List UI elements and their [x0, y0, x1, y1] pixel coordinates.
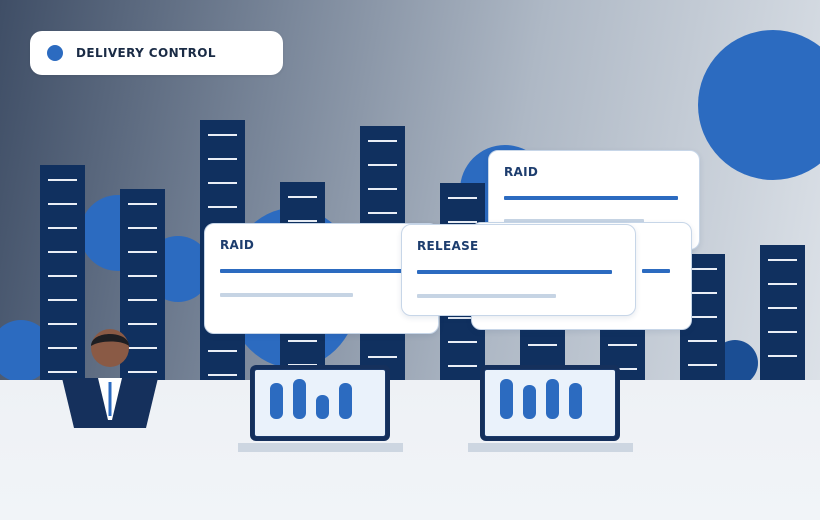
server-tower-slot [48, 227, 77, 229]
laptop-right-bar-4 [569, 383, 582, 419]
server-tower-slot [368, 164, 397, 166]
server-tower-slot [48, 275, 77, 277]
background-circle-top-right [698, 30, 820, 180]
badge-label: DELIVERY CONTROL [76, 46, 216, 60]
server-tower-slot [208, 206, 237, 208]
server-tower [40, 165, 85, 380]
server-tower-slot [448, 221, 477, 223]
server-tower-slot [128, 227, 157, 229]
laptop-right-bar-1 [500, 379, 513, 419]
server-tower-slot [688, 316, 717, 318]
server-tower-slot [208, 350, 237, 352]
release-card-title: RELEASE [417, 239, 479, 253]
server-tower-slot [48, 299, 77, 301]
laptop-left-bar-2 [293, 379, 306, 419]
server-tower-slot [688, 340, 717, 342]
status-dot-icon [47, 45, 63, 61]
server-tower-slot [208, 158, 237, 160]
server-tower-slot [768, 331, 797, 333]
card-shadow-bar [642, 269, 670, 273]
raid-card-back-title: RAID [504, 165, 539, 179]
laptop-left-base [238, 443, 403, 452]
server-tower-slot [128, 275, 157, 277]
server-tower-slot [48, 371, 77, 373]
server-tower-slot [288, 364, 317, 366]
server-tower-slot [48, 347, 77, 349]
server-tower-slot [688, 292, 717, 294]
server-tower-slot [128, 299, 157, 301]
laptop-left [250, 365, 390, 441]
release-card: RELEASE [401, 224, 636, 316]
person-figure [62, 329, 158, 428]
server-tower-slot [128, 347, 157, 349]
raid-card-back-subbar [504, 219, 644, 223]
server-tower-slot [688, 364, 717, 366]
person-hair [91, 334, 129, 346]
server-tower-slot [528, 344, 557, 346]
server-tower-slot [768, 355, 797, 357]
laptop-left-bar-1 [270, 383, 283, 419]
raid-card-left-subbar [220, 293, 353, 297]
laptop-right [480, 365, 620, 441]
server-tower-slot [208, 374, 237, 376]
server-tower-slot [368, 140, 397, 142]
server-tower-slot [128, 203, 157, 205]
server-tower-slot [288, 196, 317, 198]
raid-card-left: RAID [204, 223, 439, 334]
person-tie [108, 382, 112, 416]
server-tower-slot [768, 259, 797, 261]
server-tower-slot [448, 197, 477, 199]
server-tower-slot [768, 283, 797, 285]
server-tower-slot [208, 182, 237, 184]
laptop-right-base [468, 443, 633, 452]
raid-card-left-title: RAID [220, 238, 255, 252]
server-tower-slot [368, 188, 397, 190]
laptop-right-bar-3 [546, 379, 559, 419]
server-tower [760, 245, 805, 380]
server-tower-slot [48, 323, 77, 325]
server-tower-slot [608, 368, 637, 370]
server-tower-slot [448, 365, 477, 367]
server-tower-slot [688, 268, 717, 270]
server-tower-slot [128, 251, 157, 253]
server-tower-slot [288, 340, 317, 342]
server-tower-slot [48, 251, 77, 253]
server-tower-slot [448, 341, 477, 343]
server-tower-slot [368, 356, 397, 358]
server-tower-slot [288, 220, 317, 222]
server-tower-slot [48, 203, 77, 205]
server-tower-slot [128, 323, 157, 325]
delivery-control-badge: DELIVERY CONTROL [30, 31, 283, 75]
raid-card-back-bar [504, 196, 678, 200]
server-tower-slot [368, 212, 397, 214]
server-tower-slot [48, 179, 77, 181]
laptop-left-bar-3 [316, 395, 329, 419]
laptop-right-bar-2 [523, 385, 536, 419]
laptop-left-screen [254, 369, 386, 437]
server-tower-slot [208, 134, 237, 136]
laptop-right-screen [484, 369, 616, 437]
release-card-bar [417, 270, 612, 274]
server-tower-slot [608, 344, 637, 346]
server-tower-slot [448, 317, 477, 319]
release-card-subbar [417, 294, 556, 298]
raid-card-left-bar [220, 269, 415, 273]
server-tower-slot [128, 371, 157, 373]
server-tower-slot [768, 307, 797, 309]
laptop-left-bar-4 [339, 383, 352, 419]
